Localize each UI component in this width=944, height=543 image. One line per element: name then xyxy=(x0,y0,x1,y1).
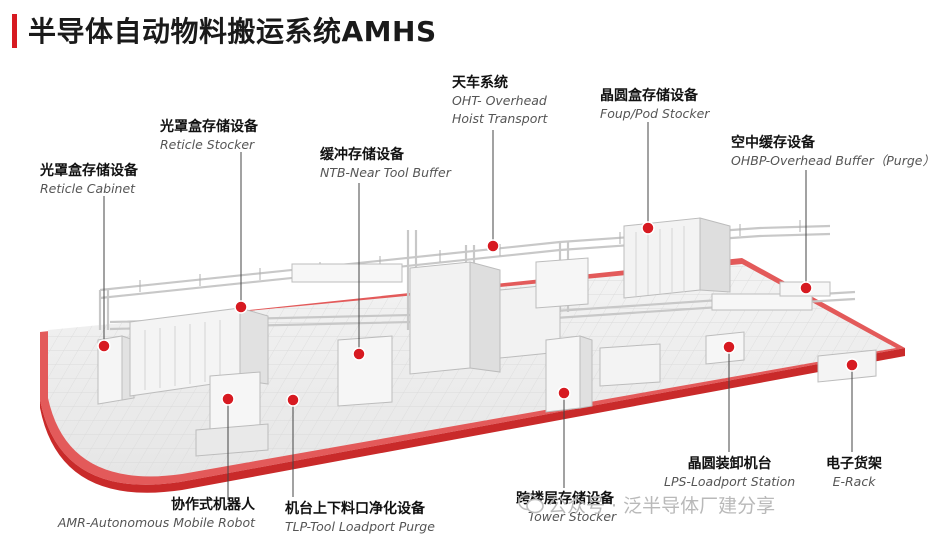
marker-ntb xyxy=(352,347,366,361)
label-ntb: 缓冲存储设备 NTB-Near Tool Buffer xyxy=(320,146,451,182)
label-zh: 协作式机器人 xyxy=(171,497,255,513)
page-title: 半导体自动物料搬运系统AMHS xyxy=(28,15,437,48)
label-zh: 电子货架 xyxy=(826,456,882,472)
label-zh: 空中缓存设备 xyxy=(731,135,815,151)
label-e-rack: 电子货架 E-Rack xyxy=(826,455,882,491)
label-en: OHT- Overhead xyxy=(452,93,547,108)
label-reticle-cabinet: 光罩盒存储设备 Reticle Cabinet xyxy=(40,162,138,198)
label-foup-stocker: 晶圆盒存储设备 Foup/Pod Stocker xyxy=(600,87,709,123)
label-reticle-stocker: 光罩盒存储设备 Reticle Stocker xyxy=(160,118,258,154)
marker-ohbp xyxy=(799,281,813,295)
label-zh: 机台上下料口净化设备 xyxy=(285,501,425,517)
label-en: AMR-Autonomous Mobile Robot xyxy=(57,515,255,530)
label-en: OHBP-Overhead Buffer（Purge） xyxy=(731,153,935,168)
label-lps: 晶圆装卸机台 LPS-Loadport Station xyxy=(664,455,795,491)
watermark: 公众号 · 泛半导体厂建分享 xyxy=(548,495,776,517)
location-markers xyxy=(97,221,859,407)
ohb-buffer-shelves xyxy=(291,263,831,311)
marker-reticle-cabinet xyxy=(97,339,111,353)
label-en: TLP-Tool Loadport Purge xyxy=(285,519,435,534)
marker-tlp xyxy=(286,393,300,407)
label-en: LPS-Loadport Station xyxy=(664,474,796,489)
label-zh: 光罩盒存储设备 xyxy=(160,119,258,135)
foup-stocker-unit xyxy=(623,217,731,299)
label-amr: 协作式机器人 AMR-Autonomous Mobile Robot xyxy=(58,496,255,532)
label-oht: 天车系统 OHT- Overhead Hoist Transport xyxy=(452,74,547,128)
marker-lps xyxy=(722,340,736,354)
label-en: NTB-Near Tool Buffer xyxy=(320,165,451,180)
marker-e-rack xyxy=(845,358,859,372)
title-accent-bar xyxy=(12,14,17,48)
label-en: Reticle Stocker xyxy=(160,137,255,152)
label-zh: 晶圆盒存储设备 xyxy=(600,88,698,104)
label-zh: 光罩盒存储设备 xyxy=(40,163,138,179)
marker-oht xyxy=(486,239,500,253)
marker-foup-stocker xyxy=(641,221,655,235)
leader-lines xyxy=(103,122,853,500)
label-ohbp: 空中缓存设备 OHBP-Overhead Buffer（Purge） xyxy=(731,134,935,170)
label-zh: 晶圆装卸机台 xyxy=(687,456,772,472)
label-zh: 缓冲存储设备 xyxy=(320,147,404,163)
tower-stocker-unit xyxy=(545,335,593,413)
label-tlp: 机台上下料口净化设备 TLP-Tool Loadport Purge xyxy=(285,500,435,536)
reticle-stocker-unit xyxy=(129,307,269,397)
marker-reticle-stocker xyxy=(234,300,248,314)
label-zh: 天车系统 xyxy=(452,75,508,91)
label-en: Tower Stocker xyxy=(528,509,617,524)
wechat-icon xyxy=(518,493,544,514)
marker-amr xyxy=(221,392,235,406)
marker-tower-stocker xyxy=(557,386,571,400)
label-en: Foup/Pod Stocker xyxy=(600,106,710,121)
label-en: Hoist Transport xyxy=(452,111,548,126)
label-en: E-Rack xyxy=(832,474,876,489)
process-tool-bays xyxy=(195,257,589,457)
label-en: Reticle Cabinet xyxy=(40,181,136,196)
